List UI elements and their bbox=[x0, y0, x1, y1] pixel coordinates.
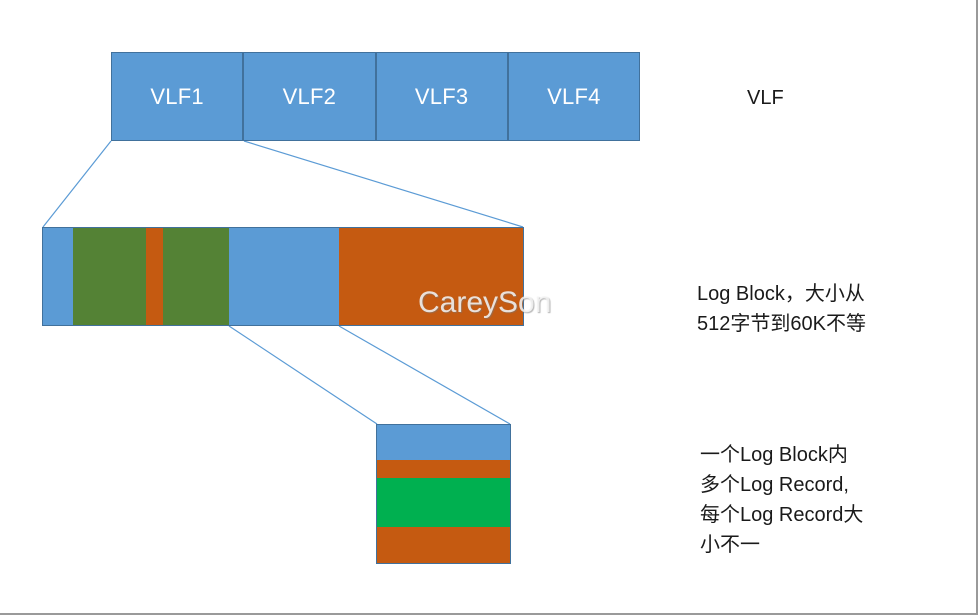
log-block-segment-4 bbox=[163, 228, 230, 325]
vlf-cell-4-label: VLF4 bbox=[547, 83, 601, 109]
log-record-segment-3 bbox=[377, 478, 510, 527]
log-block-segment-1 bbox=[43, 228, 73, 325]
connector-vlf1-left-to-logblock-left bbox=[42, 140, 112, 228]
log-block-segment-3 bbox=[145, 228, 164, 325]
vlf-cell-3-label: VLF3 bbox=[414, 83, 469, 109]
vlf-cell-3: VLF3 bbox=[375, 52, 508, 141]
log-record-segment-1 bbox=[377, 425, 510, 461]
vlf-row: VLF1 VLF2 VLF3 VLF4 bbox=[111, 52, 640, 141]
note-log-block: Log Block，大小从 512字节到60K不等 bbox=[697, 283, 866, 335]
vlf-cell-2-label: VLF2 bbox=[282, 83, 337, 109]
log-record-segment-2 bbox=[377, 460, 510, 479]
vlf-cell-4: VLF4 bbox=[507, 52, 640, 141]
connector-logblock-right-to-record-right bbox=[338, 325, 511, 425]
log-record-segment-4 bbox=[377, 526, 510, 563]
note-vlf: VLF bbox=[747, 87, 784, 109]
vlf-cell-2: VLF2 bbox=[243, 52, 376, 141]
connector-vlf1-right-to-logblock-right bbox=[243, 140, 524, 228]
vlf-cell-1-label: VLF1 bbox=[150, 83, 204, 109]
connector-logblock-left-to-record-left bbox=[228, 325, 378, 425]
log-block-segment-5 bbox=[229, 228, 339, 325]
log-block-segment-6 bbox=[338, 228, 523, 325]
log-block-segment-2 bbox=[72, 228, 146, 325]
log-record-stack bbox=[376, 424, 511, 564]
note-log-record: 一个Log Block内 多个Log Record, 每个Log Record大… bbox=[700, 444, 864, 556]
log-block-row bbox=[42, 227, 524, 326]
vlf-cell-1: VLF1 bbox=[111, 52, 244, 141]
